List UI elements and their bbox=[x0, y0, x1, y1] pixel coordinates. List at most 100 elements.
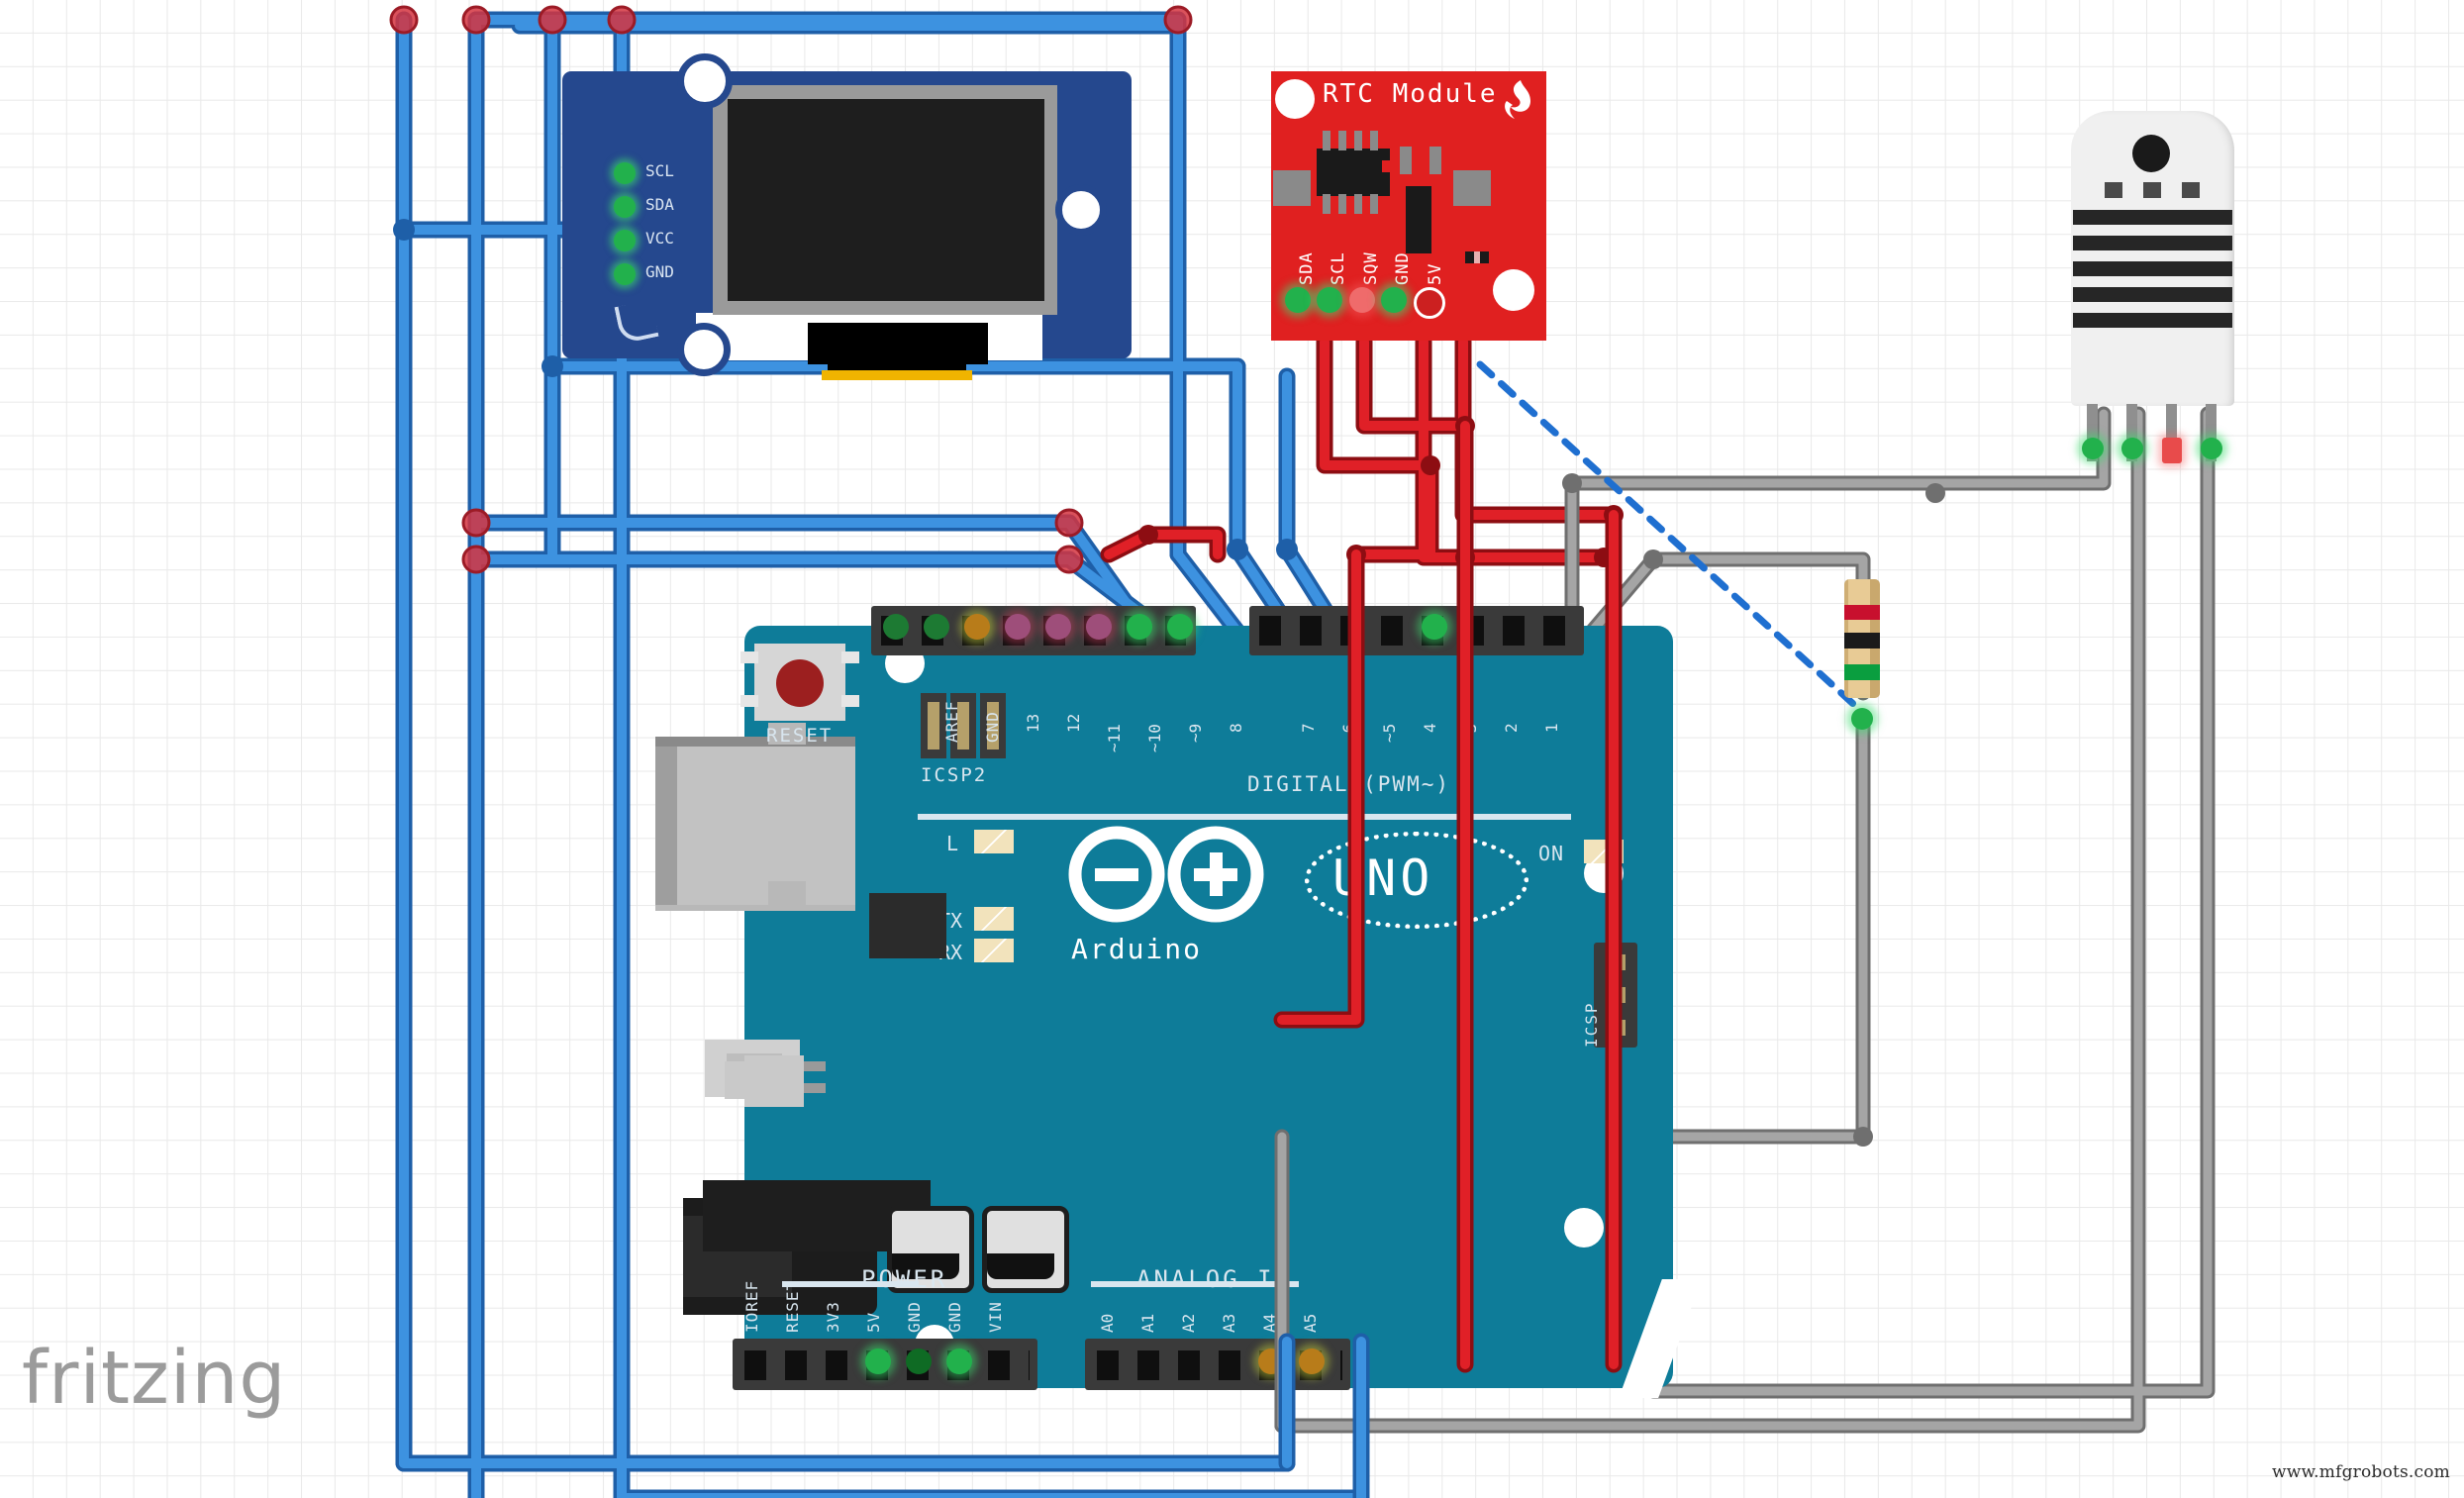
fritzing-watermark: fritzing bbox=[22, 1336, 287, 1421]
digital-pin-11-connector[interactable] bbox=[1086, 614, 1112, 640]
digital-pin-13-connector[interactable] bbox=[1005, 614, 1031, 640]
rtc-pin-sqw[interactable] bbox=[1349, 287, 1375, 313]
oled-yellow-tape bbox=[822, 370, 972, 380]
oled-pin-sda[interactable] bbox=[614, 196, 636, 218]
digital-pin-3-connector[interactable] bbox=[1422, 614, 1447, 640]
oled-pin-label-scl: SCL bbox=[645, 161, 674, 180]
smd-component bbox=[744, 1055, 804, 1107]
oled-screen bbox=[728, 99, 1044, 301]
blue-wire-bendpoints bbox=[389, 5, 1298, 574]
digital-pin-gnd-connector[interactable] bbox=[964, 614, 990, 640]
rtc-mounting-hole-top-left bbox=[1275, 79, 1315, 119]
dht22-pin-3[interactable] bbox=[2166, 404, 2177, 461]
digital-header-right-sockets bbox=[1259, 616, 1574, 646]
digital-pin-12-connector[interactable] bbox=[1045, 614, 1071, 640]
digital-header-extra-pad-2 bbox=[924, 614, 949, 640]
dht22-sensor[interactable] bbox=[2071, 111, 2234, 463]
oled-pin-label-sda: SDA bbox=[645, 195, 674, 214]
usb-b-tab-bottom bbox=[768, 881, 806, 907]
led-rx bbox=[974, 939, 1014, 962]
oled-pin-vcc[interactable] bbox=[614, 230, 636, 251]
dht22-pin-1-connector bbox=[2082, 438, 2104, 459]
rtc-ic-pins-bottom bbox=[1323, 194, 1384, 214]
rtc-cap-2 bbox=[1429, 147, 1441, 174]
rtc-ic-chip bbox=[1317, 149, 1390, 196]
ratsnest-line[interactable] bbox=[1476, 360, 1867, 717]
dht22-pin-4-connector bbox=[2201, 438, 2222, 459]
arduino-uno-board[interactable]: RESET ICSP2 ICSP AR bbox=[655, 606, 1702, 1398]
resistor-band-black bbox=[1844, 633, 1880, 649]
oled-display-module[interactable]: SCL SDA VCC GND bbox=[562, 53, 1132, 380]
rtc-pin-5v[interactable] bbox=[1414, 287, 1445, 319]
oled-mounting-hole-right bbox=[1055, 184, 1107, 236]
resistor-band-green bbox=[1844, 664, 1880, 680]
digital-silk-rule bbox=[918, 814, 1571, 820]
power-section-label: POWER bbox=[861, 1265, 948, 1293]
reset-label: RESET bbox=[766, 725, 834, 747]
dht22-pin-1[interactable] bbox=[2087, 404, 2098, 461]
power-pin-gnd2-connector[interactable] bbox=[946, 1348, 972, 1374]
smd-component-legs bbox=[804, 1061, 826, 1105]
reset-button-leg-tl bbox=[740, 651, 758, 663]
rtc-smd-resistor bbox=[1465, 251, 1489, 263]
rtc-cap-1 bbox=[1400, 147, 1412, 174]
icsp2-pad-row1 bbox=[928, 703, 999, 717]
rtc-pad-left bbox=[1273, 170, 1311, 206]
analog-silk-rule bbox=[1091, 1281, 1299, 1287]
reset-button-leg-tr bbox=[841, 651, 859, 663]
icsp2-header[interactable] bbox=[921, 693, 1006, 758]
rtc-pin-gnd[interactable] bbox=[1381, 287, 1407, 313]
gray-wire-bendpoints bbox=[1562, 473, 1945, 1147]
pullup-resistor[interactable] bbox=[1844, 579, 1880, 730]
rtc-module[interactable]: RTC Module SDA SCL SQW GND 5V bbox=[1271, 71, 1546, 341]
oled-pin-label-vcc: VCC bbox=[645, 229, 674, 248]
led-l bbox=[974, 830, 1014, 853]
oled-pin-scl[interactable] bbox=[614, 162, 636, 184]
rtc-pin-scl[interactable] bbox=[1317, 287, 1342, 313]
rtc-crystal bbox=[1406, 186, 1431, 253]
sparkfun-flame-icon bbox=[1505, 80, 1530, 119]
usb-b-tab-top bbox=[768, 723, 806, 745]
led-tx bbox=[974, 907, 1014, 931]
oled-pin-label-gnd: GND bbox=[645, 262, 674, 281]
digital-pin-10-connector[interactable] bbox=[1127, 614, 1152, 640]
dht22-vent-hole-icon bbox=[2132, 135, 2170, 172]
dht22-pin-3-connector bbox=[2162, 438, 2182, 463]
icsp2-pad-row2 bbox=[928, 731, 999, 745]
rtc-pin-sda[interactable] bbox=[1285, 287, 1311, 313]
resistor-lead-bottom-connector bbox=[1851, 708, 1873, 730]
uno-badge bbox=[1305, 832, 1528, 929]
oled-flex-tab bbox=[828, 354, 966, 372]
rtc-ic-notch bbox=[1382, 160, 1392, 172]
oled-pin-gnd[interactable] bbox=[614, 263, 636, 285]
oled-mounting-hole-top-left bbox=[677, 53, 733, 109]
oled-mounting-hole-bottom-left bbox=[677, 323, 731, 376]
arduino-infinity-logo bbox=[1068, 826, 1264, 923]
dht22-pin-2-connector bbox=[2121, 438, 2143, 459]
electrolytic-capacitor-2-mark bbox=[987, 1253, 1054, 1279]
rtc-pad-right bbox=[1453, 170, 1491, 206]
arduino-brand-label: Arduino bbox=[1071, 933, 1203, 965]
rtc-ic-pins-top bbox=[1323, 131, 1384, 150]
analog-pin-a5-connector[interactable] bbox=[1299, 1348, 1325, 1374]
led-label-l: L bbox=[946, 832, 959, 855]
site-credit-text: www.mfgrobots.com bbox=[2271, 1462, 2450, 1482]
usb-b-connector bbox=[655, 737, 855, 911]
reset-button-cap[interactable] bbox=[776, 659, 824, 707]
rtc-module-title: RTC Module bbox=[1323, 79, 1498, 109]
mcu-chip bbox=[869, 893, 946, 958]
rtc-mounting-hole-bottom-right bbox=[1493, 269, 1534, 311]
resistor-band-red bbox=[1844, 605, 1880, 620]
electrolytic-capacitor-1-mark bbox=[892, 1253, 959, 1279]
dht22-pin-4[interactable] bbox=[2206, 404, 2217, 461]
digital-pin-9-connector[interactable] bbox=[1167, 614, 1193, 640]
power-pin-5v-connector[interactable] bbox=[865, 1348, 891, 1374]
analog-section-label: ANALOG IN bbox=[1136, 1265, 1293, 1293]
dht22-pin-2[interactable] bbox=[2126, 404, 2137, 461]
on-led-label: ON bbox=[1538, 842, 1565, 865]
digital-header-extra-pad-1 bbox=[883, 614, 909, 640]
icsp2-label: ICSP2 bbox=[921, 764, 988, 786]
reset-button-leg-br bbox=[841, 695, 859, 707]
